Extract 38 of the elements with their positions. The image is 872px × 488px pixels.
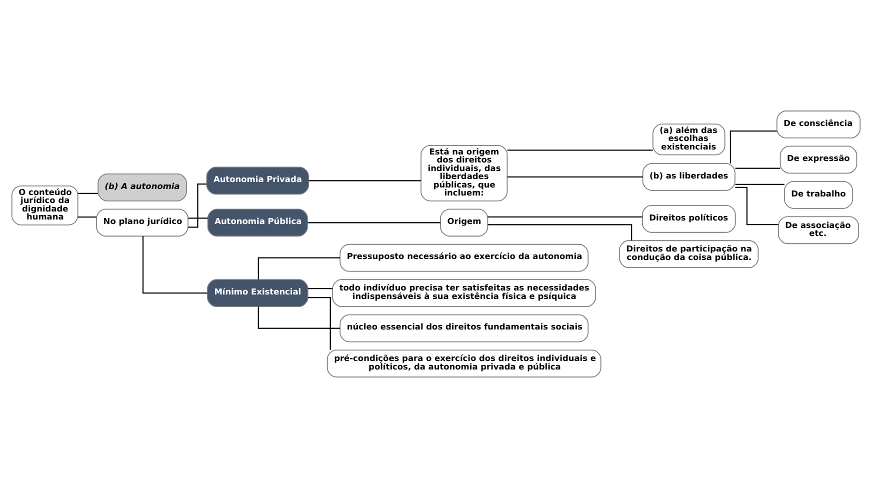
connector xyxy=(188,218,208,219)
connector xyxy=(78,192,98,194)
node-box: núcleo essencial dos direitos fundamentais sociais xyxy=(340,314,589,342)
node-box: Origem xyxy=(440,208,488,237)
node-box: De trabalho xyxy=(784,180,854,209)
connector xyxy=(308,180,421,182)
connector xyxy=(78,216,96,218)
connector xyxy=(308,222,440,224)
node-box: Autonomia Pública xyxy=(207,208,308,237)
connector xyxy=(735,168,780,169)
node-box: (b) A autonomia xyxy=(98,174,187,202)
node-box: pré-condições para o exercício dos direitos individuais e políticos, da autonomia privada e pública xyxy=(326,350,602,378)
node-box: Pressuposto necessário ao exercício da autonomia xyxy=(340,244,589,272)
connector xyxy=(142,236,208,294)
node-box: (a) além das escolhas existenciais xyxy=(652,124,726,156)
connector xyxy=(488,216,642,218)
connector xyxy=(735,184,784,185)
node-box: De consciência xyxy=(776,110,861,138)
connector xyxy=(730,130,777,164)
node-box: Mínimo Existencial xyxy=(207,279,308,308)
connector xyxy=(258,306,340,329)
node-box: O conteúdo jurídico da dignidade humana xyxy=(11,185,78,226)
node-box: De associação etc. xyxy=(778,216,860,244)
connector xyxy=(507,176,643,178)
node-box: (b) as liberdades xyxy=(642,163,736,191)
node-box: todo indivíduo precisa ter satisfeitas as necessidades indispensáveis à sua existência física e psíquica xyxy=(332,279,596,308)
node-box: De expressão xyxy=(780,146,858,174)
connector xyxy=(188,184,207,228)
node-box: Direitos de participação na condução da coisa pública. xyxy=(619,240,759,268)
node-box: Autonomia Privada xyxy=(206,166,310,195)
connector xyxy=(735,186,778,226)
connector xyxy=(258,257,340,280)
node-box: Está na origem dos direitos individuais, das liberdades públicas, que incluem: xyxy=(420,145,508,202)
node-box: Direitos políticos xyxy=(642,204,736,233)
node-box: No plano jurídico xyxy=(96,208,188,237)
connector xyxy=(308,297,331,350)
connector xyxy=(507,150,653,151)
connector xyxy=(308,288,333,290)
